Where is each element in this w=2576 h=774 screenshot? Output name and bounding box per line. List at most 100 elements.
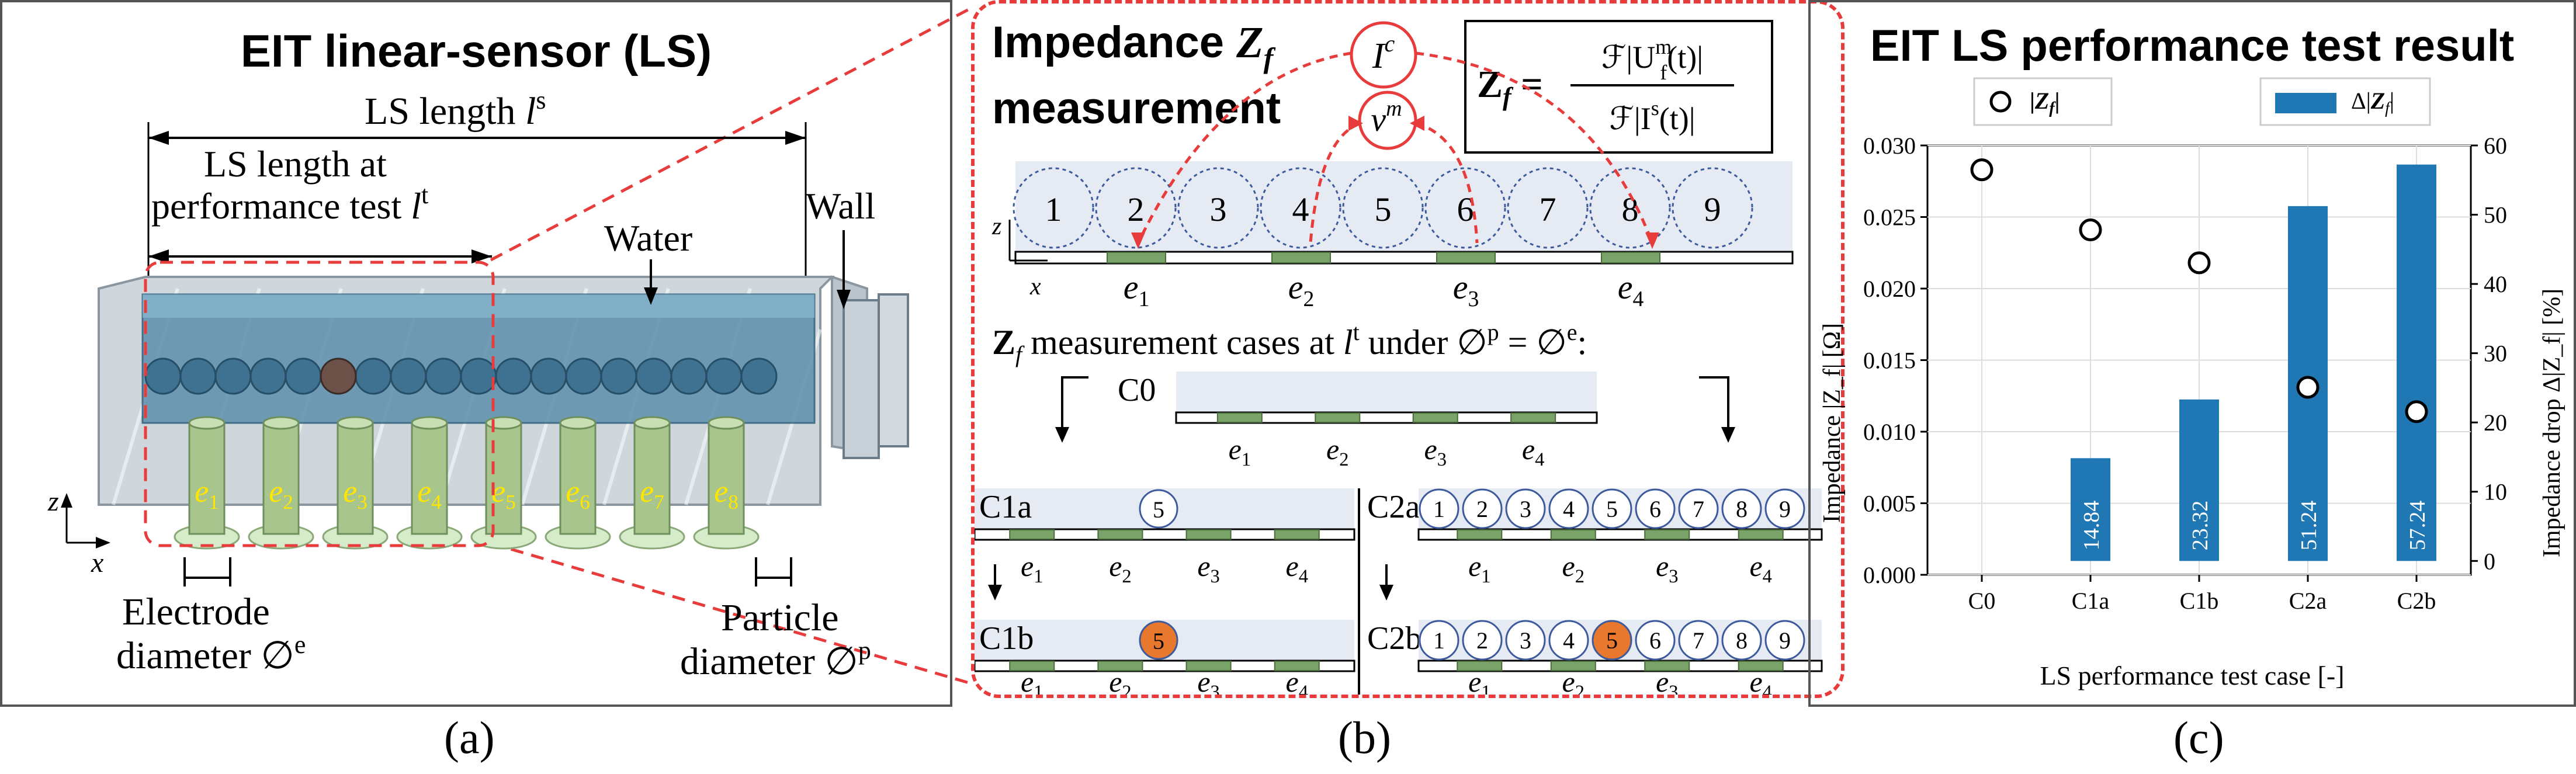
y-tick-right: 30 [2484, 341, 2507, 367]
case-electrode-label-e3: e3 [1424, 433, 1446, 470]
case-particle-label-3: 3 [1520, 496, 1531, 522]
case-particle-label-2: 2 [1476, 627, 1488, 654]
electrode-label-e2: e2 [1288, 268, 1315, 311]
case-electrode-e2 [1097, 529, 1143, 540]
test-length-label-line1: LS length at [204, 143, 387, 185]
particle-5 [1342, 167, 1424, 249]
electrode-stem [708, 422, 745, 535]
legend-circle-marker [1989, 91, 2012, 113]
svg-text:x: x [91, 547, 103, 578]
y-tick-left: 0.020 [1863, 276, 1916, 302]
wall-block [843, 299, 880, 459]
case-electrode-e3 [1185, 661, 1232, 671]
x-tick-C1b: C1b [2180, 588, 2219, 614]
bar-C2b [2397, 164, 2436, 561]
case-electrode-e2 [1097, 661, 1143, 671]
y-tick-left: 0.000 [1863, 562, 1916, 588]
formula-box [1464, 20, 1773, 154]
electrode-stem [411, 422, 448, 535]
electrode-label-e6: e6 [566, 474, 590, 513]
panel-a: EIT linear-sensor (LS) LS length ls LS l… [0, 0, 952, 707]
case-electrode-label-e3: e3 [1197, 550, 1219, 587]
panel-b: Impedance Zf measurement Ic vm Zf = ℱ|Um… [971, 0, 1845, 703]
x-tick-C0: C0 [1968, 588, 1996, 614]
particle-diameter-label-line2: diameter ∅p [680, 636, 871, 683]
case-electrode-e2 [1550, 661, 1596, 671]
electrode-label-e1: e1 [1124, 268, 1150, 311]
case-particle-1 [1419, 620, 1459, 661]
electrode-pad-e1 [1107, 252, 1166, 263]
electrode-label-e2: e2 [269, 474, 293, 513]
case-particle-7 [1678, 488, 1719, 529]
electrode-label-e3: e3 [343, 474, 367, 513]
case-electrode-label-e1: e1 [1021, 550, 1043, 587]
electrode-pad-e3 [1436, 252, 1496, 263]
y-tick-right: 50 [2484, 202, 2507, 228]
x-tick-C2b: C2b [2397, 588, 2436, 614]
case-particle-6 [1635, 620, 1676, 661]
svg-text:vm: vm [1371, 96, 1402, 138]
case-particle-1 [1419, 488, 1459, 529]
particle-label-4: 4 [1292, 190, 1309, 228]
y-tick-right: 10 [2484, 479, 2507, 505]
case-electrode-e2 [1550, 529, 1596, 540]
electrode-pad-e2 [1271, 252, 1331, 263]
case-electrode-e3 [1644, 661, 1690, 671]
svg-text:5: 5 [1153, 497, 1164, 523]
case-particle-8 [1721, 488, 1762, 529]
bar-label-C2b: 57.24 [2405, 501, 2430, 551]
electrode-stem [559, 422, 597, 535]
particle-4 [1260, 167, 1341, 249]
case-particle-3 [1505, 488, 1546, 529]
particle-label-9: 9 [1704, 190, 1721, 228]
axes-indicator-b: z x [991, 213, 1048, 300]
case-particle-4 [1548, 488, 1589, 529]
case-particle-label-7: 7 [1693, 627, 1704, 654]
electrode-diameter-label-line2: diameter ∅e [116, 630, 306, 677]
legend-bar-marker [2275, 93, 2336, 113]
case-electrode-label-e3: e3 [1656, 550, 1678, 587]
case-particle-label-4: 4 [1563, 496, 1575, 522]
particle-8 [1589, 167, 1671, 249]
y-tick-left: 0.030 [1863, 133, 1916, 159]
panel-b-title-line2: measurement [992, 84, 1281, 133]
chart-title: EIT LS performance test result [1870, 21, 2514, 71]
particle-label-2: 2 [1128, 190, 1145, 228]
case-electrode-e3 [1185, 529, 1232, 540]
formula-denominator: ℱ|Is(t)| [1609, 96, 1695, 136]
case-particle-label-8: 8 [1736, 627, 1748, 654]
test-length-label-line2: performance test lt [151, 181, 428, 227]
case-particle-label-5: 5 [1606, 627, 1618, 654]
case-particle-label-6: 6 [1649, 496, 1661, 522]
electrode-stem [262, 422, 300, 535]
y-tick-right: 40 [2484, 271, 2507, 297]
particle-2 [1095, 167, 1177, 249]
bar-label-C2a: 51.24 [2297, 501, 2321, 551]
case-particle-3 [1505, 620, 1546, 661]
case-electrode-e4 [1274, 661, 1320, 671]
case-electrode-e1 [1009, 661, 1055, 671]
electrode-label-e3: e3 [1453, 268, 1479, 311]
case-electrode-e4 [1274, 529, 1320, 540]
case-particle-9 [1764, 488, 1805, 529]
particles-row [144, 358, 778, 395]
particle-label-3: 3 [1210, 190, 1227, 228]
svg-text:z: z [991, 213, 1001, 240]
y-tick-right: 20 [2484, 409, 2507, 436]
case-electrode-label-e2: e2 [1562, 550, 1585, 587]
case-electrode-e3 [1412, 412, 1458, 423]
y-tick-right: 0 [2484, 548, 2495, 574]
case-particle-7 [1678, 620, 1719, 661]
case-particle-label-6: 6 [1649, 627, 1661, 654]
y-tick-left: 0.025 [1863, 204, 1916, 231]
point-C1b [2187, 251, 2211, 275]
electrode-label-e4: e4 [417, 474, 442, 513]
case-particle-label-5: 5 [1606, 496, 1618, 522]
case-electrode-label-e4: e4 [1286, 550, 1308, 587]
case-electrode-e1 [1009, 529, 1055, 540]
highlight-particle [320, 358, 357, 395]
